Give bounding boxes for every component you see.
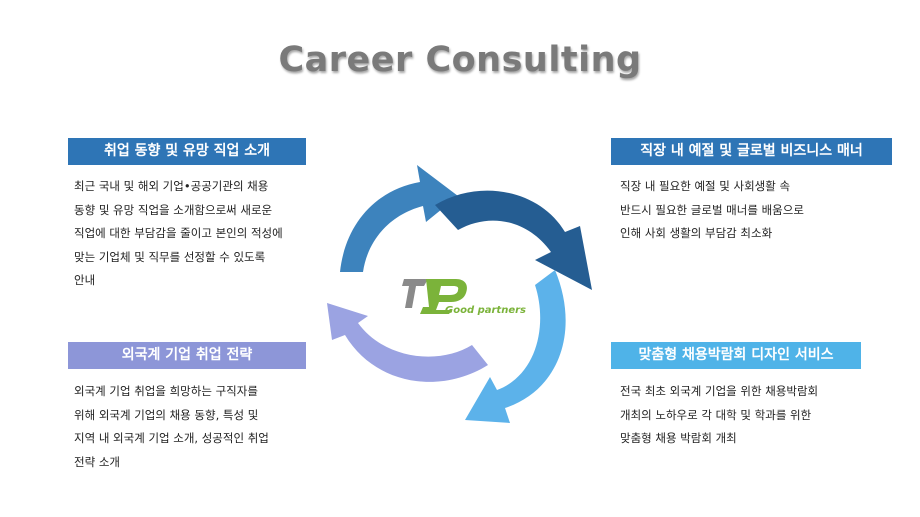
text-line: 인해 사회 생활의 부담감 최소화: [620, 226, 773, 240]
text-line: 직업에 대한 부담감을 줄이고 본인의 적성에: [74, 226, 283, 240]
text-foreign-company-strategy: 외국계 기업 취업을 희망하는 구직자를 위해 외국계 기업의 채용 동향, 특…: [74, 380, 269, 474]
arrow-bottom-right: [465, 270, 566, 423]
arrow-top-right: [435, 190, 592, 290]
text-job-fair-design: 전국 최초 외국계 기업을 위한 채용박람회 개최의 노하우로 각 대학 및 학…: [620, 380, 818, 451]
heading-job-fair-design: 맞춤형 채용박람회 디자인 서비스: [611, 342, 861, 369]
arrow-top-left: [340, 165, 458, 272]
logo-t-shape: [402, 279, 428, 308]
text-line: 맞는 기업체 및 직무를 선정할 수 있도록: [74, 249, 266, 264]
text-line: 안내: [74, 273, 96, 287]
arrow-bottom-left: [327, 303, 488, 382]
text-line: 직장 내 필요한 예절 및 사회생활 속: [620, 179, 791, 193]
text-line: 동향 및 유망 직업을 소개함으로써 새로운: [74, 202, 273, 217]
text-line: 개최의 노하우로 각 대학 및 학과를 위한: [620, 407, 812, 422]
text-line: 전국 최초 외국계 기업을 위한 채용박람회: [620, 384, 819, 398]
heading-business-manners: 직장 내 예절 및 글로벌 비즈니스 매너: [611, 138, 892, 165]
heading-foreign-company-strategy: 외국계 기업 취업 전략: [68, 342, 306, 369]
text-line: 위해 외국계 기업의 채용 동향, 특성 및: [74, 407, 259, 422]
text-line: 외국계 기업 취업을 희망하는 구직자를: [74, 384, 258, 398]
page-title: Career Consulting: [278, 40, 642, 80]
text-employment-trends: 최근 국내 및 해외 기업•공공기관의 채용 동향 및 유망 직업을 소개함으로…: [74, 175, 283, 293]
text-line: 반드시 필요한 글로벌 매너를 배움으로: [620, 202, 804, 217]
text-line: 맞춤형 채용 박람회 개최: [620, 431, 737, 445]
heading-employment-trends: 취업 동향 및 유망 직업 소개: [68, 138, 306, 165]
cycle-diagram: [327, 165, 592, 423]
text-line: 지역 내 외국계 기업 소개, 성공적인 취업: [74, 431, 269, 445]
text-line: 최근 국내 및 해외 기업•공공기관의 채용: [74, 179, 269, 193]
logo-p-shape: [420, 279, 467, 314]
text-business-manners: 직장 내 필요한 예절 및 사회생활 속 반드시 필요한 글로벌 매너를 배움으…: [620, 175, 804, 246]
good-partners-logo: [402, 279, 467, 314]
logo-text: Good partners: [445, 305, 526, 316]
text-line: 전략 소개: [74, 454, 120, 469]
